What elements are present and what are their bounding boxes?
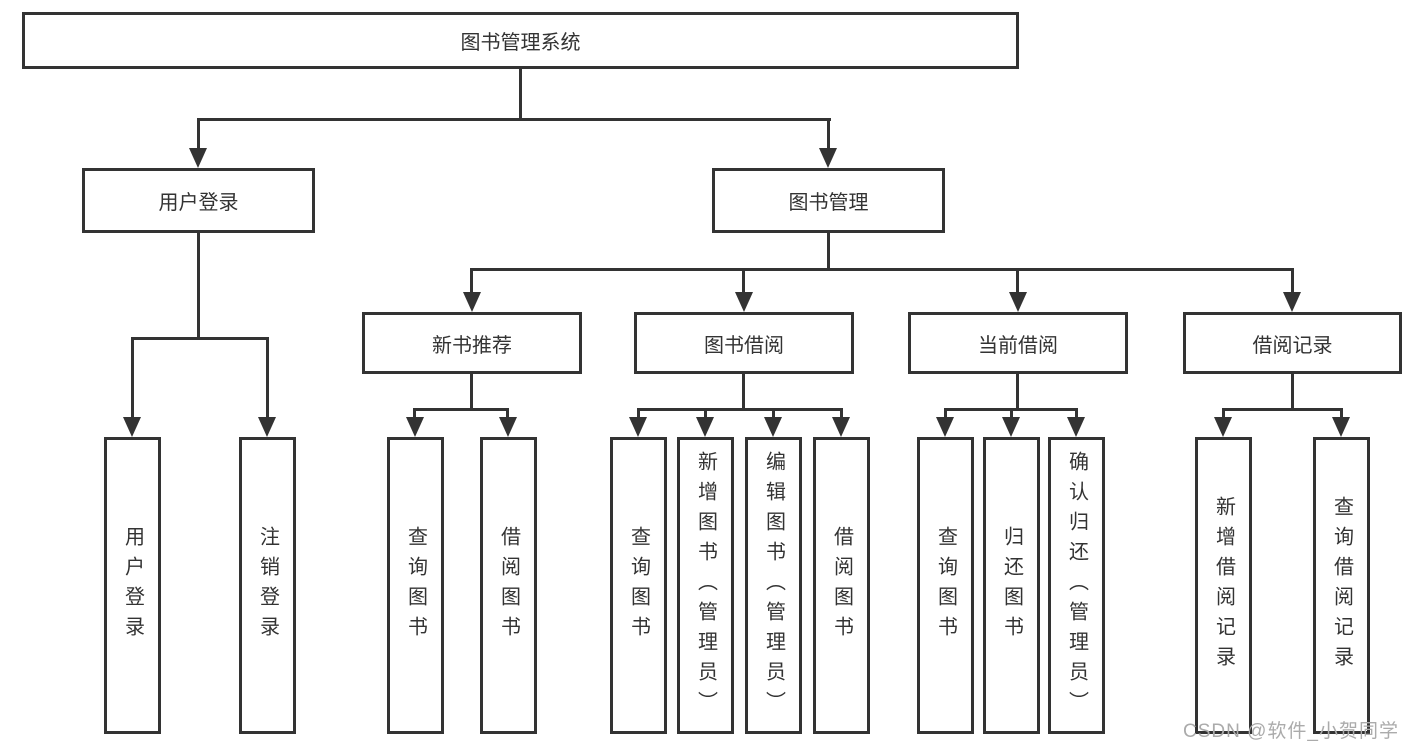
leaf-borrow-search-books-label: 查询图书 (627, 525, 650, 646)
node-user-login-label: 用户登录 (158, 192, 239, 214)
connector-line (1222, 408, 1225, 420)
leaf-recommend-search-books-label: 查询图书 (404, 525, 427, 646)
leaf-return-books-label: 归还图书 (1000, 525, 1023, 646)
connector-line (266, 337, 269, 420)
connector-line (131, 337, 134, 420)
leaf-user-login: 用户登录 (104, 437, 161, 734)
connector-line (637, 408, 843, 411)
leaf-borrow-books: 借阅图书 (813, 437, 870, 734)
connector-line (840, 408, 843, 420)
node-new-book-recommendation-label: 新书推荐 (432, 334, 512, 357)
leaf-borrow-books-label: 借阅图书 (830, 525, 853, 646)
leaf-search-borrow-record: 查询借阅记录 (1313, 437, 1370, 734)
arrow-down-icon (819, 148, 837, 168)
connector-line (413, 408, 416, 420)
connector-line (1291, 374, 1294, 408)
leaf-confirm-return-admin-label: 确认归还（管理员） (1065, 450, 1088, 721)
connector-line (704, 408, 707, 420)
connector-line (1222, 408, 1343, 411)
connector-line (470, 374, 473, 408)
connector-line (470, 268, 473, 295)
arrow-down-icon (499, 417, 517, 437)
connector-line (1016, 374, 1019, 408)
connector-line (1291, 268, 1294, 295)
connector-line (197, 232, 200, 337)
connector-line (742, 374, 745, 408)
node-new-book-recommendation: 新书推荐 (362, 312, 582, 374)
connector-line (470, 268, 1294, 271)
node-book-borrowing: 图书借阅 (634, 312, 854, 374)
arrow-down-icon (258, 417, 276, 437)
arrow-down-icon (696, 417, 714, 437)
connector-line (1340, 408, 1343, 420)
leaf-add-books-admin-label: 新增图书（管理员） (694, 450, 717, 721)
connector-line (197, 118, 200, 151)
leaf-recommend-borrow-books-label: 借阅图书 (497, 525, 520, 646)
leaf-confirm-return-admin: 确认归还（管理员） (1048, 437, 1105, 734)
leaf-current-search-books: 查询图书 (917, 437, 974, 734)
connector-line (413, 408, 509, 411)
arrow-down-icon (1283, 292, 1301, 312)
arrow-down-icon (936, 417, 954, 437)
watermark: CSDN @软件_小贺同学 (1183, 721, 1399, 742)
connector-line (1016, 268, 1019, 295)
arrow-down-icon (629, 417, 647, 437)
arrow-down-icon (463, 292, 481, 312)
leaf-edit-books-admin: 编辑图书（管理员） (745, 437, 802, 734)
connector-line (197, 118, 831, 121)
arrow-down-icon (1214, 417, 1232, 437)
leaf-borrow-search-books: 查询图书 (610, 437, 667, 734)
leaf-edit-books-admin-label: 编辑图书（管理员） (762, 450, 785, 721)
node-book-management-label: 图书管理 (788, 192, 869, 214)
arrow-down-icon (406, 417, 424, 437)
arrow-down-icon (1067, 417, 1085, 437)
node-borrowing-records: 借阅记录 (1183, 312, 1402, 374)
node-current-borrowing-label: 当前借阅 (978, 334, 1058, 357)
connector-line (944, 408, 947, 420)
leaf-add-books-admin: 新增图书（管理员） (677, 437, 734, 734)
connector-line (742, 268, 745, 295)
arrow-down-icon (764, 417, 782, 437)
leaf-current-search-books-label: 查询图书 (934, 525, 957, 646)
node-book-borrowing-label: 图书借阅 (704, 334, 784, 357)
arrow-down-icon (1009, 292, 1027, 312)
connector-line (1010, 408, 1013, 420)
node-current-borrowing: 当前借阅 (908, 312, 1128, 374)
connector-line (131, 337, 269, 340)
connector-line (506, 408, 509, 420)
connector-line (637, 408, 640, 420)
leaf-add-borrow-record: 新增借阅记录 (1195, 437, 1252, 734)
node-borrowing-records-label: 借阅记录 (1252, 334, 1333, 357)
arrow-down-icon (735, 292, 753, 312)
connector-line (1075, 408, 1078, 420)
leaf-search-borrow-record-label: 查询借阅记录 (1330, 495, 1353, 676)
arrow-down-icon (189, 148, 207, 168)
connector-line (827, 232, 830, 268)
leaf-logout-label: 注销登录 (256, 525, 279, 646)
node-book-management: 图书管理 (712, 168, 945, 233)
node-root-label: 图书管理系统 (460, 32, 581, 54)
connector-line (827, 118, 830, 151)
leaf-return-books: 归还图书 (983, 437, 1040, 734)
arrow-down-icon (832, 417, 850, 437)
leaf-user-login-label: 用户登录 (121, 525, 144, 646)
node-user-login: 用户登录 (82, 168, 315, 233)
arrow-down-icon (1002, 417, 1020, 437)
leaf-add-borrow-record-label: 新增借阅记录 (1212, 495, 1235, 676)
arrow-down-icon (123, 417, 141, 437)
connector-line (772, 408, 775, 420)
leaf-recommend-search-books: 查询图书 (387, 437, 444, 734)
leaf-recommend-borrow-books: 借阅图书 (480, 437, 537, 734)
connector-line (519, 68, 522, 118)
arrow-down-icon (1332, 417, 1350, 437)
node-root: 图书管理系统 (22, 12, 1019, 69)
leaf-logout: 注销登录 (239, 437, 296, 734)
